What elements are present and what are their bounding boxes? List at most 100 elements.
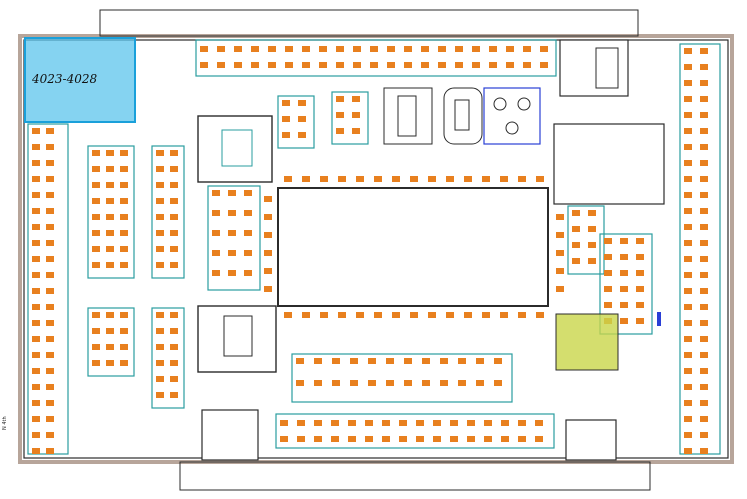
workstation-desk: [251, 46, 259, 52]
workstation-desk: [700, 192, 708, 198]
workstation-desk: [338, 176, 346, 182]
workstation-desk: [433, 436, 441, 442]
workstation-desk: [332, 380, 340, 386]
workstation-desk: [314, 358, 322, 364]
workstation-desk: [106, 360, 114, 366]
workstation-desk: [156, 198, 164, 204]
workstation-desk: [106, 246, 114, 252]
workstation-desk: [298, 132, 306, 138]
workstation-desk: [404, 380, 412, 386]
restroom-core-east: [553, 123, 665, 205]
stair-core-south: [201, 409, 617, 461]
workstation-desk: [156, 262, 164, 268]
workstation-desk: [636, 270, 644, 276]
workstation-desk: [604, 286, 612, 292]
workstation-desk: [217, 62, 225, 68]
workstation-desk: [212, 210, 220, 216]
workstation-desk: [352, 128, 360, 134]
workstation-desk: [200, 62, 208, 68]
workstation-desk: [556, 268, 564, 274]
workstation-desk: [484, 420, 492, 426]
workstation-desk: [170, 376, 178, 382]
workstation-desk: [106, 150, 114, 156]
workstation-desk: [353, 62, 361, 68]
workstation-desk: [120, 360, 128, 366]
workstation-desk: [264, 196, 272, 202]
workstation-desk: [518, 176, 526, 182]
workstation-desk: [684, 48, 692, 54]
stair-core-northeast: [559, 39, 629, 97]
workstation-desk: [264, 286, 272, 292]
workstation-desk: [700, 224, 708, 230]
central-courtyard: [277, 187, 549, 307]
workstation-desk: [212, 190, 220, 196]
workstation-desk: [684, 288, 692, 294]
workstation-desk: [604, 238, 612, 244]
workstation-desk: [285, 62, 293, 68]
workstation-desk: [518, 436, 526, 442]
workstation-desk: [700, 128, 708, 134]
workstation-desk: [684, 400, 692, 406]
accent-marker: [657, 312, 661, 326]
workstation-desk: [338, 312, 346, 318]
workstation-desk: [120, 198, 128, 204]
top-outer-structure: [99, 9, 639, 37]
workstation-desk: [684, 256, 692, 262]
workstation-desk: [32, 336, 40, 342]
workstation-desk: [336, 96, 344, 102]
workstation-desk: [170, 230, 178, 236]
workstation-desk: [535, 420, 543, 426]
workstation-desk: [234, 62, 242, 68]
workstation-desk: [365, 436, 373, 442]
workstation-desk: [422, 358, 430, 364]
workstation-desk: [170, 166, 178, 172]
workstation-desk: [464, 312, 472, 318]
workstation-desk: [368, 380, 376, 386]
workstation-desk: [636, 286, 644, 292]
workstation-desk: [92, 166, 100, 172]
workstation-desk: [684, 192, 692, 198]
workstation-desk: [536, 176, 544, 182]
workstation-desk: [46, 352, 54, 358]
workstation-desk: [386, 358, 394, 364]
workstation-desk: [350, 358, 358, 364]
workstation-desk: [523, 46, 531, 52]
workstation-desk: [156, 344, 164, 350]
highlighted-zone-area[interactable]: [24, 37, 136, 123]
workstation-desk: [572, 258, 580, 264]
workstation-desk: [212, 250, 220, 256]
workstation-desk: [620, 270, 628, 276]
bottom-outer-structure: [179, 461, 651, 491]
workstation-desk: [32, 432, 40, 438]
workstation-desk: [370, 46, 378, 52]
workstation-desk: [684, 432, 692, 438]
workstation-desk: [170, 312, 178, 318]
workstation-desk: [244, 270, 252, 276]
workstation-desk: [700, 256, 708, 262]
workstation-desk: [604, 270, 612, 276]
highlighted-zone[interactable]: 4023-4028: [24, 37, 136, 123]
workstation-desk: [588, 258, 596, 264]
workstation-desk: [700, 96, 708, 102]
workstation-desk: [297, 420, 305, 426]
workstation-desk: [700, 112, 708, 118]
workstation-desk: [92, 214, 100, 220]
workstation-desk: [170, 182, 178, 188]
workstation-desk: [156, 230, 164, 236]
workstation-desk: [700, 416, 708, 422]
workstation-desk: [700, 144, 708, 150]
workstation-desk: [32, 320, 40, 326]
workstation-desk: [298, 116, 306, 122]
workstation-desk: [684, 160, 692, 166]
workstation-desk: [446, 312, 454, 318]
workstation-desk: [382, 420, 390, 426]
workstation-desk: [421, 46, 429, 52]
north-perimeter-partition: [195, 39, 557, 77]
workstation-desk: [458, 358, 466, 364]
cluster-north-a: [277, 95, 315, 149]
workstation-desk: [212, 270, 220, 276]
workstation-desk: [170, 262, 178, 268]
workstation-desk: [374, 176, 382, 182]
workstation-desk: [506, 46, 514, 52]
workstation-desk: [92, 182, 100, 188]
